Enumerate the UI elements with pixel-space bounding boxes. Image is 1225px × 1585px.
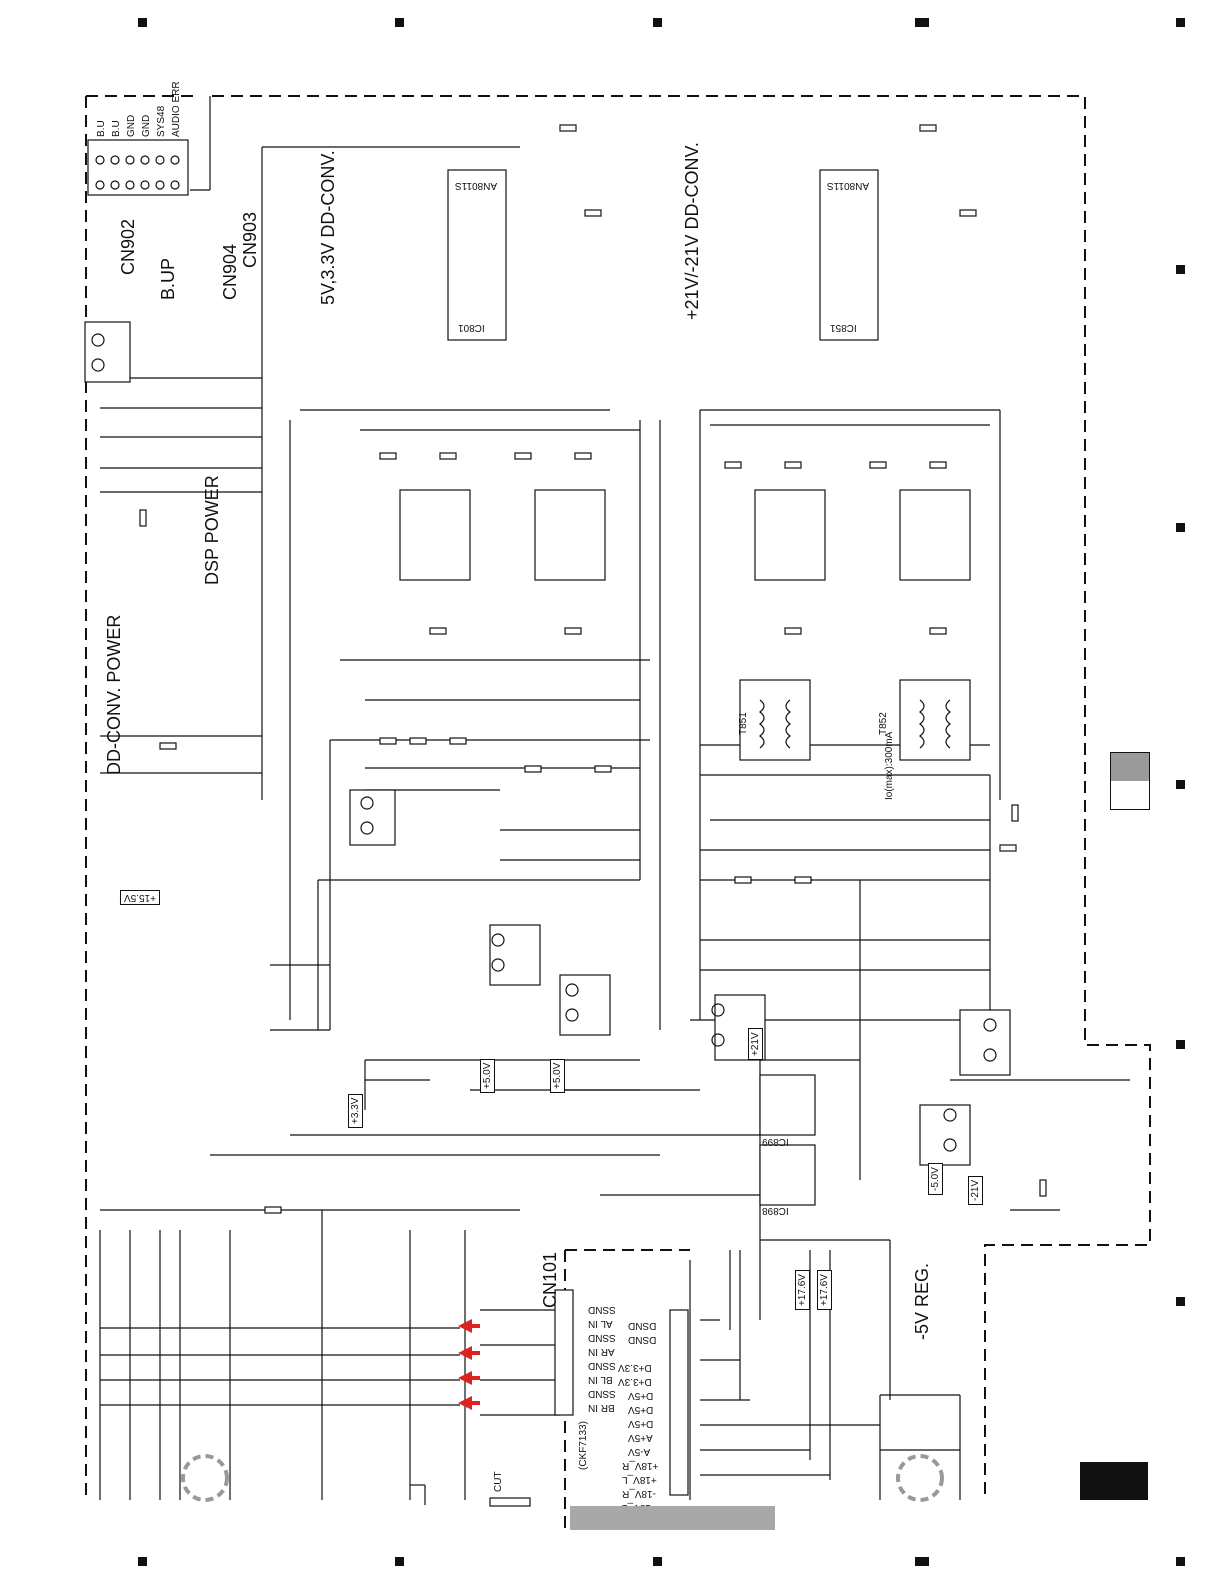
cn101r-pin-6: D+5V bbox=[628, 1404, 654, 1415]
cn902-pins bbox=[87, 139, 189, 196]
signal-arrow-bl bbox=[458, 1371, 480, 1385]
cn902-pin-2: SYS48 bbox=[156, 105, 167, 137]
component-markers bbox=[139, 124, 1047, 1214]
block-dsp-power: DSP POWER bbox=[202, 475, 222, 585]
cn101-label: CN101 bbox=[540, 1251, 560, 1308]
cn101-part-label: (CKF7133) bbox=[578, 1421, 589, 1470]
dashed-markers bbox=[181, 1454, 944, 1502]
cn101r-pin-1: DSND bbox=[628, 1320, 657, 1331]
cn902-pin-6: B.U bbox=[96, 120, 107, 137]
cut-label: CUT bbox=[493, 1471, 504, 1492]
ic899-label: IC899 bbox=[762, 1136, 789, 1147]
cn101r-pin-8: A+5V bbox=[628, 1432, 653, 1443]
cn902-pin-3: GND bbox=[141, 114, 152, 137]
cn101r-pin-11: +18V_L bbox=[622, 1474, 657, 1485]
bus-lines bbox=[99, 96, 1130, 1505]
rail-3v3: +3.3V bbox=[348, 1093, 363, 1128]
cn903-label: CN903 bbox=[240, 211, 260, 268]
cn101-pin-1: SSND bbox=[588, 1304, 616, 1315]
cn101-pin-5: SSND bbox=[588, 1360, 616, 1371]
cn101r-pin-5: D+5V bbox=[628, 1390, 654, 1401]
ic-blocks bbox=[84, 169, 1011, 1507]
page-index-box bbox=[1080, 1462, 1148, 1500]
footer-bar bbox=[570, 1506, 775, 1530]
t851-label: T851 bbox=[738, 712, 749, 735]
cn101r-pin-10: +18V_R bbox=[622, 1460, 659, 1471]
cn902-pin-4: GND bbox=[126, 114, 137, 137]
cn101r-pin-2: DSND bbox=[628, 1334, 657, 1345]
regulator-caps bbox=[91, 333, 997, 1152]
cn902-label: CN902 bbox=[118, 218, 138, 275]
rail-21v: +21V bbox=[748, 1028, 763, 1060]
ic801-type: AN8011S bbox=[455, 180, 498, 191]
io-max-label: Io(max):300mA bbox=[884, 731, 895, 800]
cn101-pin-4: AR IN bbox=[588, 1346, 615, 1357]
signal-arrow-ar bbox=[458, 1346, 480, 1360]
cn101r-pin-7: D+5V bbox=[628, 1418, 654, 1429]
ic851-type: AN8011S bbox=[827, 180, 870, 191]
ic898-label: IC898 bbox=[762, 1205, 789, 1216]
side-tab bbox=[1110, 752, 1150, 810]
rail-15v: +15.5V bbox=[120, 890, 160, 905]
signal-arrow-br bbox=[458, 1396, 480, 1410]
ic851-label: IC851 bbox=[830, 322, 857, 333]
cn101-pin-7: SSND bbox=[588, 1388, 616, 1399]
cn101r-pin-9: A-5V bbox=[628, 1446, 651, 1457]
block-neg5v-reg: -5V REG. bbox=[912, 1262, 932, 1340]
cn902-pin-5: B.U bbox=[111, 120, 122, 137]
transformer-coils bbox=[759, 699, 951, 749]
cn101r-pin-3: D+3.3V bbox=[618, 1362, 652, 1373]
cn904-label: CN904 bbox=[220, 243, 240, 300]
cn101-pin-3: SSND bbox=[588, 1332, 616, 1343]
ic801-label: IC801 bbox=[458, 322, 485, 333]
cn101-pin-6: BL IN bbox=[588, 1374, 613, 1385]
side-tab-gray bbox=[1111, 753, 1149, 781]
cn101r-pin-12: -18V_R bbox=[622, 1488, 656, 1499]
rail-neg5v: -5.0V bbox=[928, 1163, 943, 1195]
signal-arrow-al bbox=[458, 1319, 480, 1333]
rail-neg21v: -21V bbox=[968, 1175, 983, 1205]
cn902-pin-1: AUDIO ERR bbox=[171, 81, 182, 137]
block-21v-ddconv: +21V/-21V DD-CONV. bbox=[682, 142, 702, 320]
rail-5v-b: +5.0V bbox=[550, 1058, 565, 1093]
rail-5v-a: +5.0V bbox=[480, 1058, 495, 1093]
cn101r-pin-4: D+3.3V bbox=[618, 1376, 652, 1387]
block-ddconv-power: DD-CONV. POWER bbox=[104, 614, 124, 775]
rail-17v6-a: +17.6V bbox=[795, 1270, 810, 1310]
registration-marks bbox=[138, 18, 1185, 1566]
block-5v-ddconv: 5V,3.3V DD-CONV. bbox=[318, 150, 338, 305]
cn101-pin-2: AL IN bbox=[588, 1318, 613, 1329]
rail-17v6-b: +17.6V bbox=[817, 1270, 832, 1310]
block-bup: B.UP bbox=[158, 257, 178, 300]
cn101-pin-8: BR IN bbox=[588, 1402, 615, 1413]
